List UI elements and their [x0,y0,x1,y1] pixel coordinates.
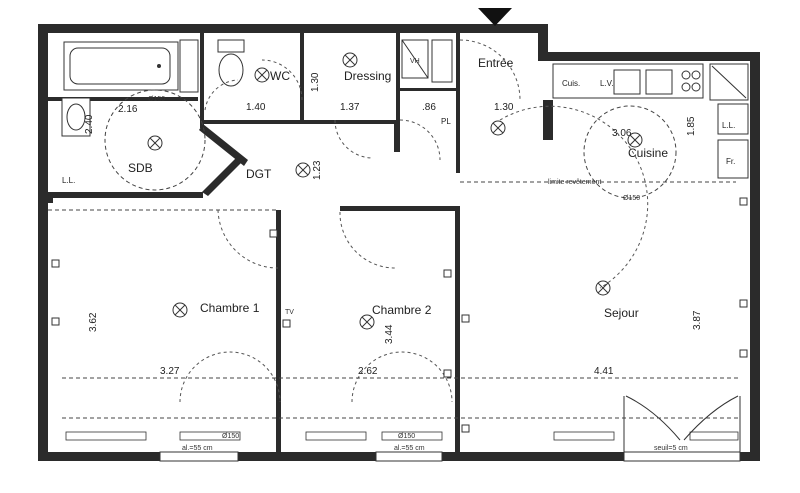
light-point-icon [342,52,358,68]
dim-chambre2-width: 2.62 [358,366,378,377]
dim-pl-width: .86 [422,102,436,113]
label-diam-ch1: Ø150 [222,433,239,440]
interior-walls [48,33,553,452]
label-pl: PL [441,117,451,126]
entry-closet [431,39,453,83]
dim-cuisine-width: 3.06 [612,128,632,139]
light-point-icon [490,120,506,136]
bath-storage [179,39,199,93]
dim-cuisine-height: 1.85 [686,116,697,136]
label-cuis: Cuis. [562,79,580,88]
dim-dgt-height: 1.23 [312,160,323,180]
light-fixtures [147,52,643,330]
radiators [65,431,739,441]
label-allege-2: al.=55 cm [394,445,425,452]
room-label-dressing: Dressing [344,69,391,83]
label-lv: L.V. [600,79,614,88]
light-point-icon [359,314,375,330]
light-point-icon [295,162,311,178]
room-label-sejour: Sejour [604,306,639,320]
windows [159,395,741,462]
label-fr: Fr. [726,157,735,166]
label-allege-1: al.=55 cm [182,445,213,452]
door-swings [179,39,649,403]
label-diam-cuisine: Ø150 [623,195,640,202]
toilet [217,39,245,87]
label-ll-cuisine: L.L. [722,121,735,130]
label-diam-sdb: Ø150 [148,96,165,103]
dim-entree-width: 1.30 [494,102,514,113]
washbasin [61,97,91,137]
fridge-slot [717,139,749,179]
dim-sdb-width: 2.16 [118,104,138,115]
label-ll-sdb: L.L. [62,176,75,185]
dim-chambre1-height: 3.62 [88,312,99,332]
power-outlets [51,197,748,433]
light-point-icon [595,280,611,296]
label-limite: limite revêtement [548,179,601,186]
entrance-arrow-icon [478,8,512,26]
label-seuil: seuil=5 cm [654,445,688,452]
label-tv: TV [285,309,294,316]
room-label-sdb: SDB [128,161,153,175]
light-point-icon [254,67,270,83]
dim-chambre1-width: 3.27 [160,366,180,377]
room-label-entree: Entrée [478,56,514,70]
light-point-icon [627,132,643,148]
label-diam-ch2: Ø150 [398,433,415,440]
washing-machine-slot [717,103,749,135]
bathtub [63,41,179,91]
dim-sejour-height: 3.87 [692,310,703,330]
turning-circles [48,89,740,419]
dim-wc-width: 1.40 [246,102,266,113]
water-heater: VH [401,39,429,79]
room-label-chambre2: Chambre 2 [372,303,432,317]
room-label-dgt: DGT [246,167,272,181]
room-label-cuisine: Cuisine [628,146,668,160]
dim-dressing-width: 1.37 [340,102,360,113]
room-label-wc: WC [270,69,290,83]
dim-chambre2-height: 3.44 [384,324,395,344]
light-point-icon [172,302,188,318]
dim-wc-height: 1.30 [310,72,321,92]
water-heater-label: VH [410,58,420,65]
light-point-icon [147,135,163,151]
kitchen-counter [552,63,749,101]
dim-sejour-width: 4.41 [594,366,614,377]
dim-sdb-height: 2.40 [84,114,95,134]
room-label-chambre1: Chambre 1 [200,301,260,315]
